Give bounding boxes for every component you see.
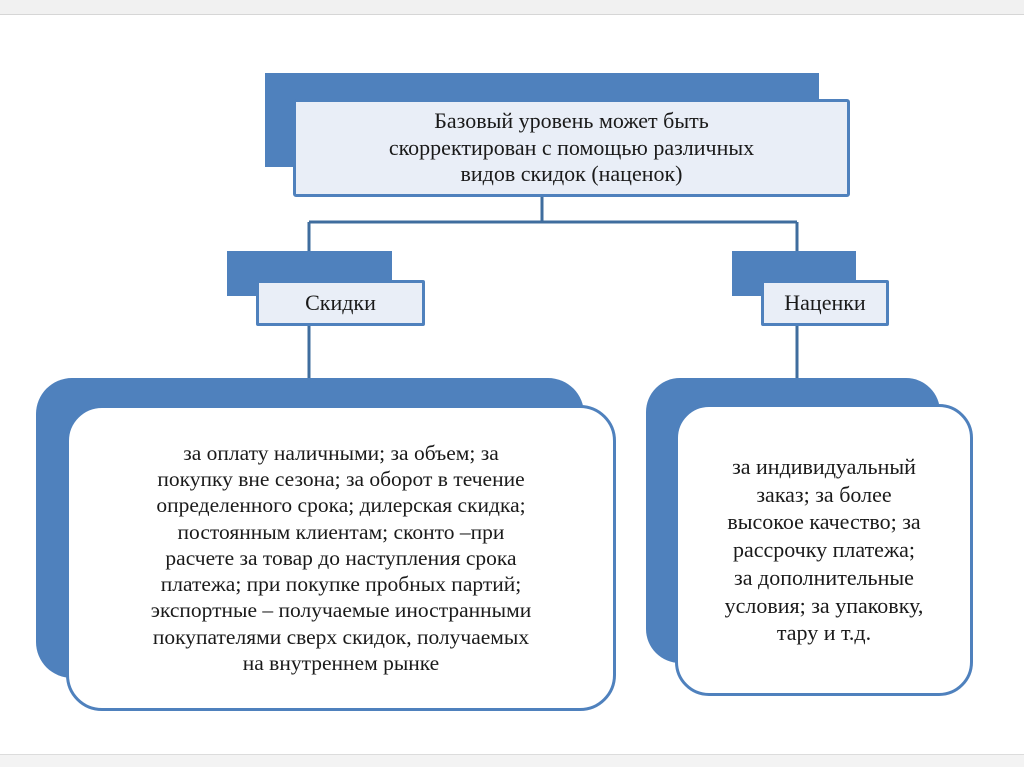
- slide-top-border: [0, 0, 1024, 15]
- markups-label: Наценки: [784, 289, 866, 315]
- markups-node: Наценки: [761, 280, 889, 326]
- discounts-details: за оплату наличными; за объем; за покупк…: [66, 405, 616, 711]
- discounts-node: Скидки: [256, 280, 425, 326]
- markups-details-text: за индивидуальный заказ; за более высоко…: [724, 453, 924, 646]
- discounts-label: Скидки: [305, 289, 376, 315]
- discounts-details-text: за оплату наличными; за объем; за покупк…: [150, 441, 532, 675]
- root-node: Базовый уровень может быть скорректирова…: [293, 99, 850, 197]
- root-node-text: Базовый уровень может быть скорректирова…: [388, 107, 755, 187]
- slide-bottom-border: [0, 754, 1024, 767]
- markups-details: за индивидуальный заказ; за более высоко…: [675, 404, 973, 696]
